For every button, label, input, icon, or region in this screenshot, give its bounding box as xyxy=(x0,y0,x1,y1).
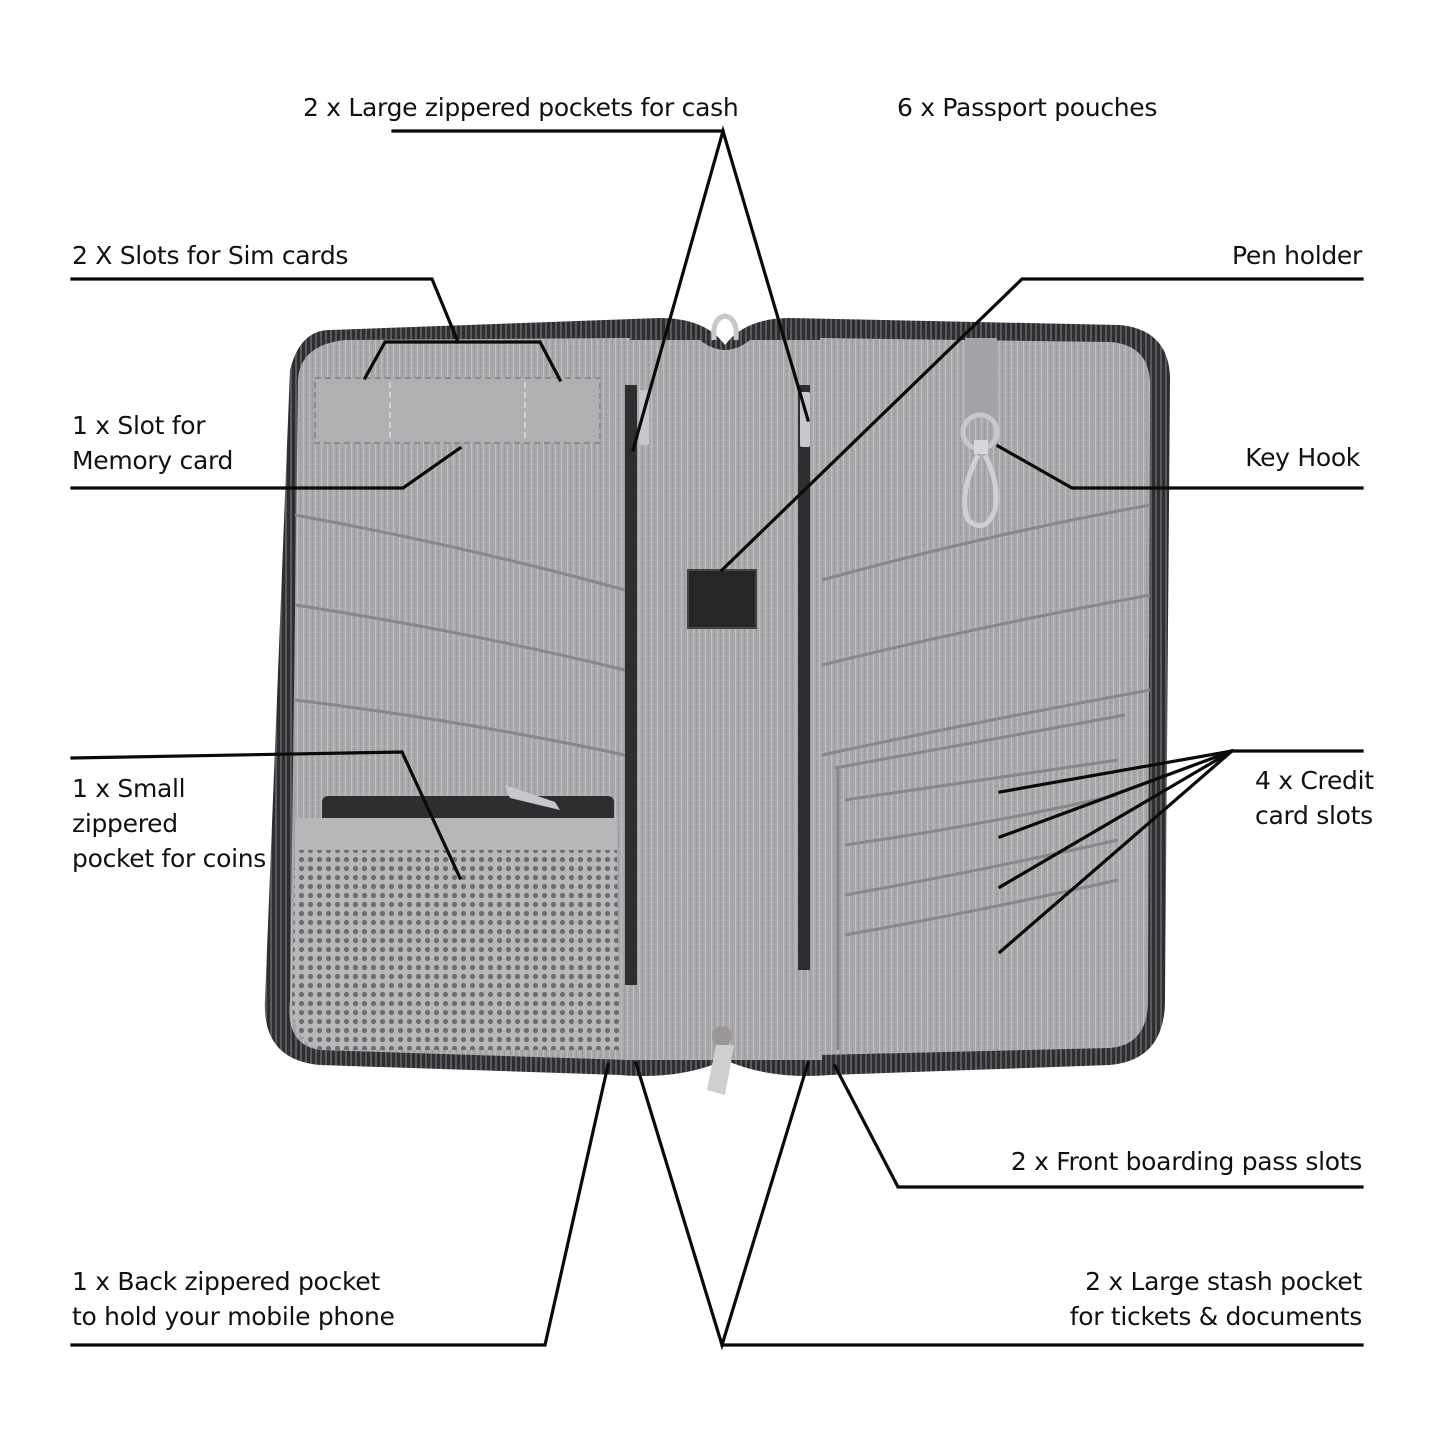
label-pen-holder: Pen holder xyxy=(1232,241,1362,270)
label-passport-pouches: 6 x Passport pouches xyxy=(897,93,1158,122)
label-cash-pockets: 2 x Large zippered pockets for cash xyxy=(303,93,739,122)
label-credit-slots: 4 x Credit card slots xyxy=(1255,766,1374,830)
zipper-pull-icon xyxy=(707,1045,734,1095)
label-stash-pocket: 2 x Large stash pocket for tickets & doc… xyxy=(1069,1267,1363,1331)
cash-zipper-right xyxy=(798,385,810,970)
coin-pocket xyxy=(292,785,620,1050)
credit-card-slots xyxy=(834,713,1126,1050)
leader-lines xyxy=(70,125,1364,1351)
label-sim-slots: 2 X Slots for Sim cards xyxy=(72,241,349,270)
label-memory-slot: 1 x Slot for Memory card xyxy=(72,411,234,475)
sim-card-strap xyxy=(314,377,601,444)
label-boarding-slots: 2 x Front boarding pass slots xyxy=(1010,1147,1362,1176)
passport-pouches-right xyxy=(821,503,1151,757)
d-ring-icon xyxy=(711,313,739,341)
cash-zipper-left xyxy=(625,385,637,985)
label-back-pocket: 1 x Back zippered pocket to hold your mo… xyxy=(72,1267,395,1331)
passport-pouches-left xyxy=(294,513,626,757)
pen-holder-patch xyxy=(687,569,757,629)
label-coin-pocket: 1 x Small zippered pocket for coins xyxy=(72,774,267,873)
label-key-hook: Key Hook xyxy=(1245,443,1360,472)
key-hook-icon xyxy=(960,338,1000,529)
right-panel xyxy=(820,338,1150,1055)
center-spine xyxy=(625,340,822,1060)
